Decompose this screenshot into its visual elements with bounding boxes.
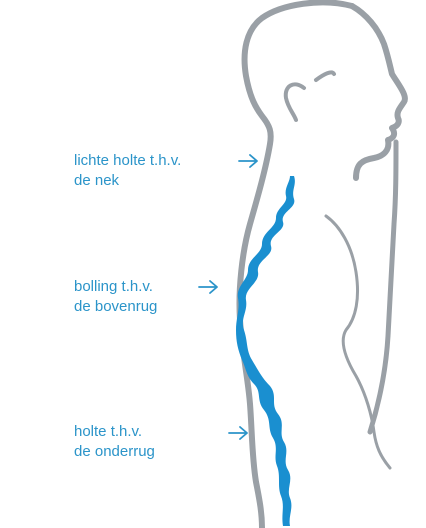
label-upper-back-line2: de bovenrug xyxy=(74,297,157,317)
front-outline xyxy=(370,142,396,432)
ear-outline xyxy=(286,84,304,120)
label-lower-back: holte t.h.v. de onderrug xyxy=(74,422,155,462)
label-lower-back-line1: holte t.h.v. xyxy=(74,422,155,442)
label-neck-line2: de nek xyxy=(74,171,181,191)
arm-outline xyxy=(326,216,390,468)
arrow-right-icon xyxy=(238,153,260,169)
label-upper-back-line1: bolling t.h.v. xyxy=(74,277,157,297)
ear-detail xyxy=(316,72,334,80)
arrow-right-icon xyxy=(198,279,220,295)
label-upper-back: bolling t.h.v. de bovenrug xyxy=(74,277,157,317)
spine xyxy=(236,176,295,526)
arrow-right-icon xyxy=(228,425,250,441)
label-neck-line1: lichte holte t.h.v. xyxy=(74,151,181,171)
label-neck: lichte holte t.h.v. de nek xyxy=(74,151,181,191)
label-lower-back-line2: de onderrug xyxy=(74,442,155,462)
